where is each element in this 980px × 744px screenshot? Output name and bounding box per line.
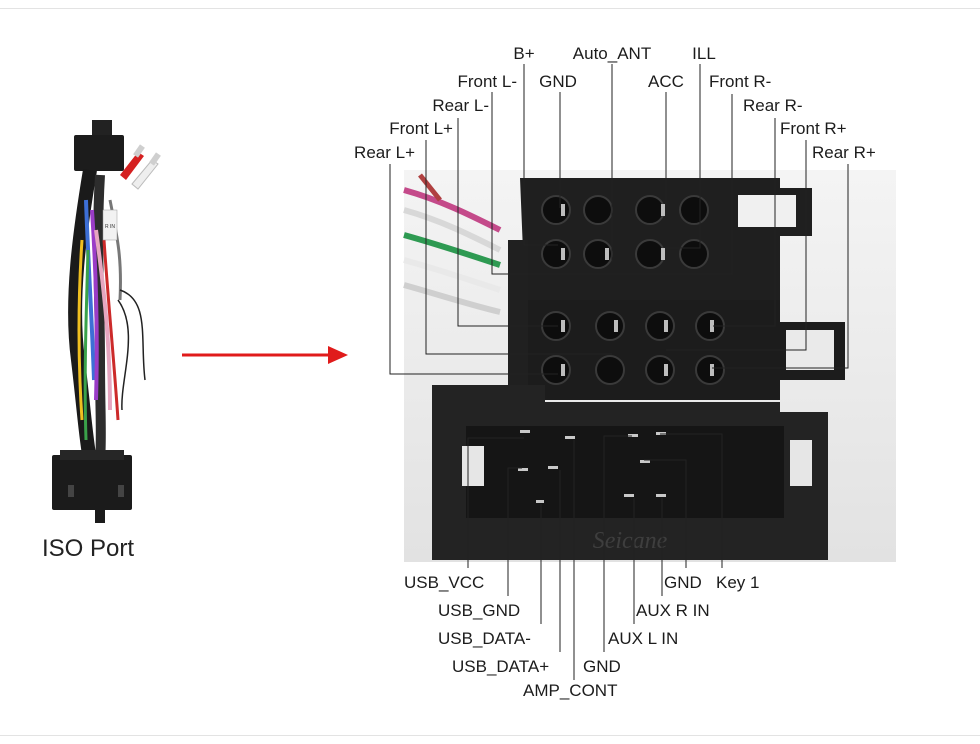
label-acc: ACC xyxy=(648,72,684,91)
label-rear-r-plus: Rear R+ xyxy=(812,143,876,162)
iso-port-caption: ISO Port xyxy=(42,535,135,562)
iso-connector-photo: Seicane xyxy=(403,170,896,562)
top-divider xyxy=(0,8,980,9)
leader-lines xyxy=(389,64,849,680)
label-usb-vcc: USB_VCC xyxy=(404,573,484,592)
label-aux-r-in: AUX R IN xyxy=(636,601,710,620)
bottom-divider xyxy=(0,735,980,736)
label-rear-l-minus: Rear L- xyxy=(432,96,489,115)
label-gnd-top: GND xyxy=(539,72,577,91)
arrow-right-icon xyxy=(182,346,348,364)
label-front-l-minus: Front L- xyxy=(457,72,517,91)
label-front-r-plus: Front R+ xyxy=(780,119,847,138)
label-aux-l-in: AUX L IN xyxy=(608,629,678,648)
label-auto-ant: Auto_ANT xyxy=(573,44,651,63)
label-b-plus: B+ xyxy=(513,44,534,63)
seicane-watermark: Seicane xyxy=(593,528,668,554)
cable-tag-label: R IN xyxy=(105,224,115,230)
label-gnd-key: GND xyxy=(664,573,702,592)
label-rear-l-plus: Rear L+ xyxy=(354,143,415,162)
label-amp-cont: AMP_CONT xyxy=(523,681,617,700)
label-ill: ILL xyxy=(692,44,716,63)
label-usb-gnd: USB_GND xyxy=(438,601,520,620)
label-gnd-bottom: GND xyxy=(583,657,621,676)
label-front-l-plus: Front L+ xyxy=(389,119,453,138)
wiring-harness-image: R IN xyxy=(52,120,161,523)
label-rear-r-minus: Rear R- xyxy=(743,96,803,115)
label-key-1: Key 1 xyxy=(716,573,759,592)
label-usb-data-minus: USB_DATA- xyxy=(438,629,531,648)
label-usb-data-plus: USB_DATA+ xyxy=(452,657,549,676)
label-front-r-minus: Front R- xyxy=(709,72,771,91)
